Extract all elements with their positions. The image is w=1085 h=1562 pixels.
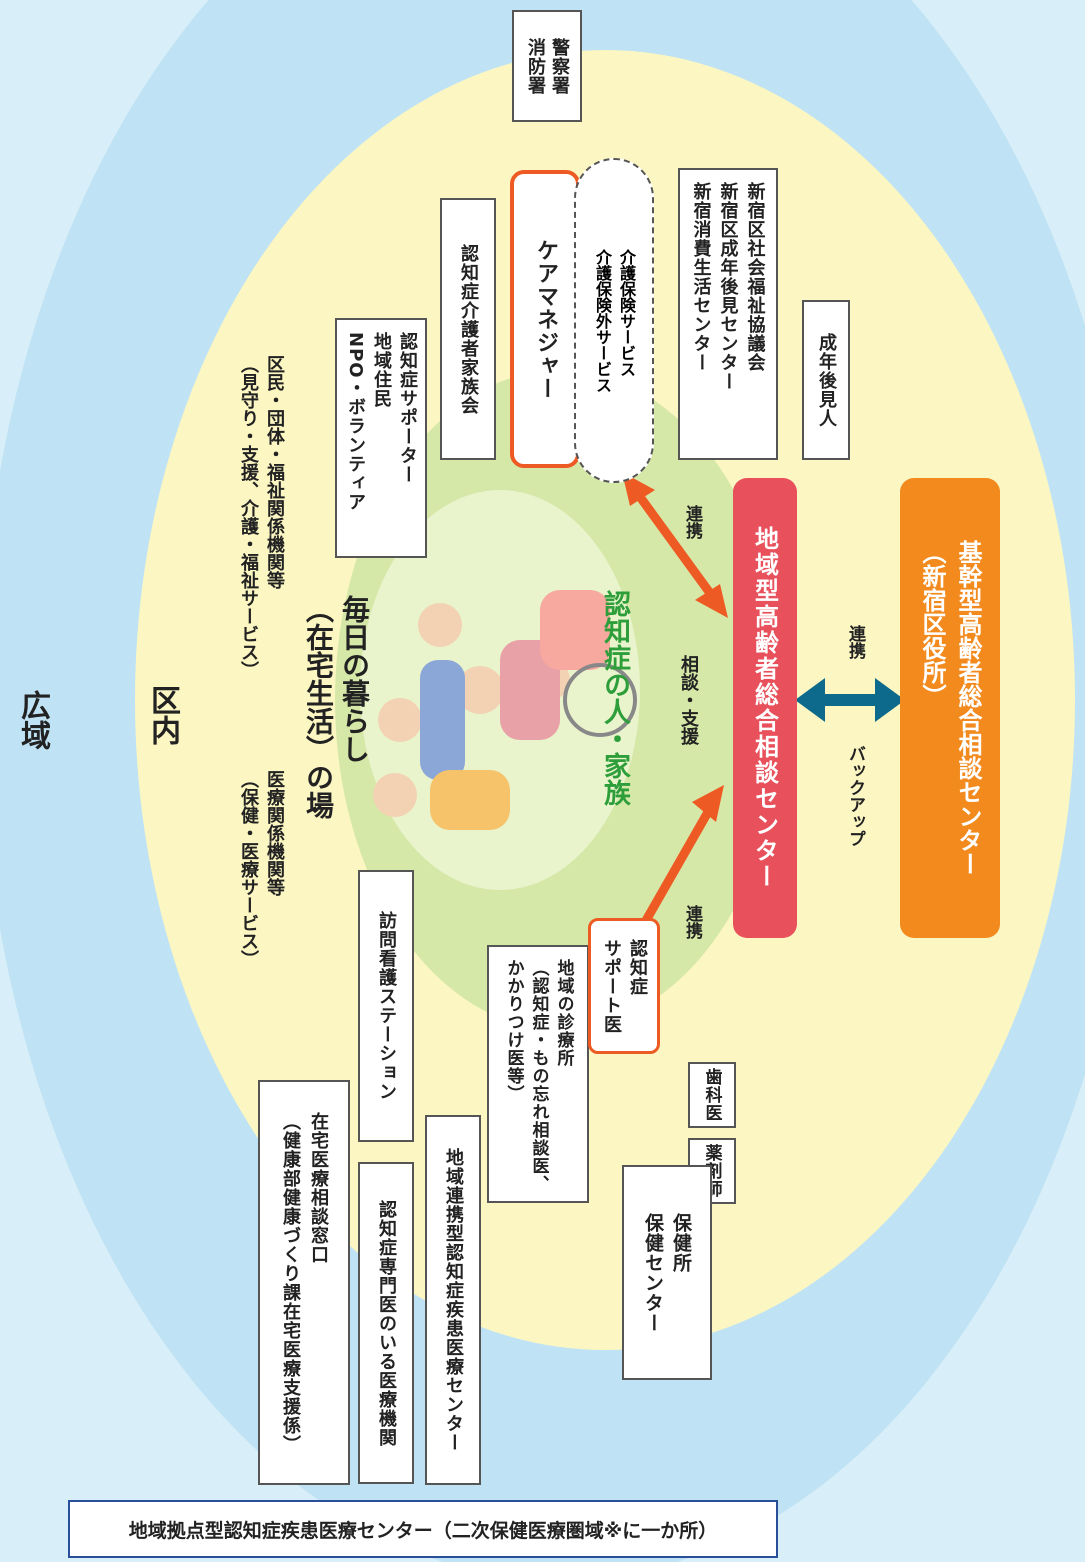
care-link-arrow [631,487,719,603]
core-arrow-head-left [795,678,825,722]
core-link-label: 連携 [845,625,865,659]
health-center-label: 保健センター [642,1212,664,1333]
care-arrow-head-top [622,472,655,506]
support-doctor-line1: 認知症 [627,938,648,996]
core-arrow-head-right [875,678,905,722]
consult-support-label: 相談・支援 [678,655,699,745]
welfare-header-line2: （見守り・支援、介護・福祉サービス） [238,355,259,679]
npo-volunteer-label: NPO・ボランティア [345,332,366,512]
consumer-center-label: 新宿消費生活センター [690,182,712,372]
welfare-council-label: 新宿区社会福祉協議会 [744,182,766,372]
core-center-name: 基幹型高齢者総合相談センター [954,540,982,876]
uninsured-service-label: 介護保険外サービス [593,248,612,393]
supporters-box: 認知症サポーター 地域住民 NPO・ボランティア [335,318,427,558]
public-health-label: 保健所 [670,1212,692,1273]
home-medical-label: 在宅医療相談窓口 [308,1111,329,1264]
police-label: 警察署 [549,37,570,95]
clinic-arrow-head-top [692,785,724,822]
home-medical-sub: （健康部健康づくり課在宅医療支援係） [280,1111,301,1454]
medical-header: 医療関係機関等 （保健・医療サービス） [235,770,287,968]
support-doctor-box: 認知症 サポート医 [588,918,660,1054]
clinic-label: 地域の診療所 [553,959,574,1067]
wide-area-label: 広域 [15,690,50,750]
police-fire-box: 警察署消防署 [512,10,582,122]
care-arrow-head-bottom [695,584,728,618]
dementia-center-box: 地域連携型認知症疾患医療センター [425,1115,481,1485]
dementia-supporter-label: 認知症サポーター [397,332,418,484]
welfare-header-line1: 区民・団体・福祉関係機関等 [264,355,285,589]
regional-center-box: 地域型高齢者総合相談センター [733,478,797,938]
care-manager-box: ケアマネジャー [510,170,580,468]
person-family-label: 認知症の人・家族 [599,590,630,806]
center-title-line1: 毎日の暮らし [338,595,371,763]
core-center-box: 基幹型高齢者総合相談センター （新宿区役所） [900,478,1000,938]
medical-header-line2: （保健・医療サービス） [238,770,259,968]
care-link-label: 連携 [682,505,702,539]
base-center-box [68,1500,778,1558]
fire-label: 消防署 [525,37,546,95]
local-residents-label: 地域住民 [371,332,392,408]
center-title: 毎日の暮らし （在宅生活）の場 [300,595,372,819]
care-services-bubble: 介護保険サービス 介護保険外サービス [574,158,654,483]
backup-label: バックアップ [845,745,865,847]
health-center-box: 保健所 保健センター [622,1165,712,1380]
family-assoc-box: 認知症介護者家族会 [440,198,496,460]
clinic-box: 地域の診療所 （認知症・もの忘れ相談医、 かかりつけ医等） [487,945,589,1203]
clinic-sub2: かかりつけ医等） [503,959,524,1103]
core-center-sub: （新宿区役所） [918,540,946,708]
insured-service-label: 介護保険サービス [617,248,636,377]
ward-area-label: 区内 [145,685,180,745]
dentist-box: 歯科医 [688,1062,736,1128]
welfare-header: 区民・団体・福祉関係機関等 （見守り・支援、介護・福祉サービス） [235,355,287,679]
clinic-sub1: （認知症・もの忘れ相談医、 [528,959,549,1193]
visit-nursing-box: 訪問看護ステーション [358,870,414,1142]
support-doctor-line2: サポート医 [601,938,622,1034]
center-title-line2: （在宅生活）の場 [302,595,335,819]
guardianship-center-label: 新宿区成年後見センター [717,182,739,391]
family-illustration [373,590,637,830]
medical-header-line1: 医療関係機関等 [264,770,285,896]
base-center-label: 地域拠点型認知症疾患医療センター（二次保健医療圏域※に一か所） [128,1519,718,1542]
specialist-hospital-box: 認知症専門医のいる医療機関 [358,1162,414,1484]
welfare-council-box: 新宿区社会福祉協議会 新宿区成年後見センター 新宿消費生活センター [678,168,778,460]
clinic-link-label: 連携 [682,905,702,939]
guardian-box: 成年後見人 [802,300,850,460]
home-medical-box: 在宅医療相談窓口 （健康部健康づくり課在宅医療支援係） [258,1080,350,1485]
